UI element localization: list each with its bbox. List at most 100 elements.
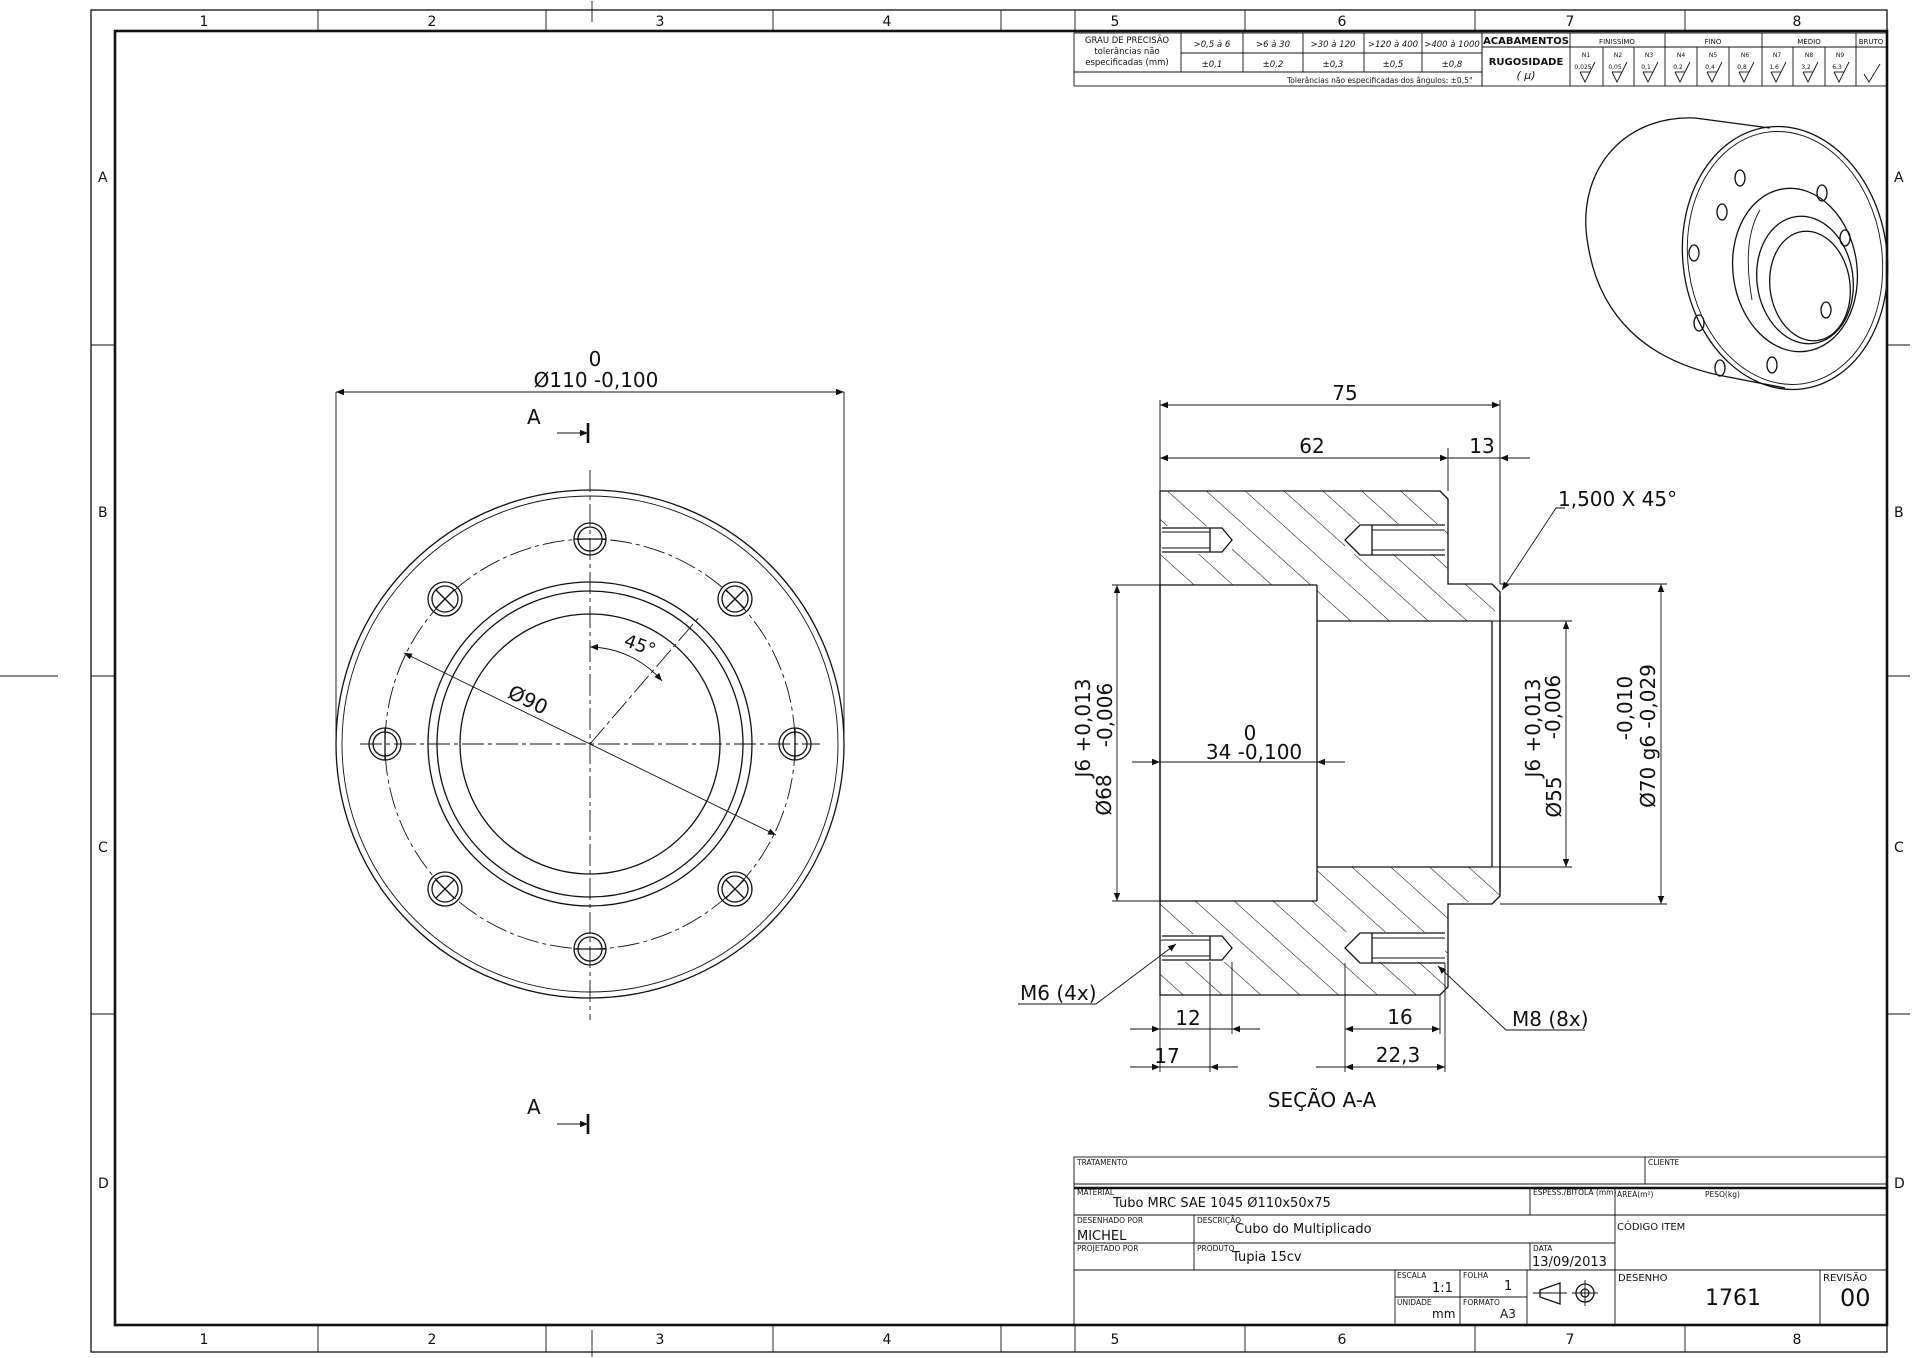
code-n8: N8 (1805, 52, 1813, 59)
folha-label: FOLHA (1463, 1271, 1489, 1280)
value-n5: 0,4 (1705, 64, 1715, 71)
group-fino: FINO (1705, 38, 1722, 46)
thread-left: M6 (4x) (1020, 981, 1097, 1005)
bore-right-fit-2: -0,006 (1541, 675, 1565, 739)
tol-1: ±0,1 (1202, 60, 1223, 70)
projetado-label: PROJETADO POR (1077, 1244, 1138, 1253)
section-marker-bottom: A (527, 1095, 541, 1119)
bore-left-fit-2: -0,006 (1093, 683, 1117, 747)
code-n9: N9 (1836, 52, 1844, 59)
code-n2: N2 (1614, 52, 1622, 59)
cliente-label: CLIENTE (1648, 1158, 1680, 1167)
length-total: 75 (1332, 381, 1357, 405)
length-b: 13 (1469, 434, 1494, 458)
zone-col-1: 1 (200, 14, 209, 30)
front-view: 0 Ø110 -0,100 Ø90 45° A A (335, 347, 845, 1134)
tol-4: ±0,5 (1383, 60, 1404, 70)
tolerance-table: GRAU DE PRECISÃO tolerâncias não especif… (1073, 32, 1483, 87)
value-n7: 1,6 (1769, 64, 1779, 71)
zone-col-7-bottom: 7 (1566, 1332, 1575, 1348)
code-n1: N1 (1582, 52, 1590, 59)
section-title: SEÇÃO A-A (1268, 1088, 1377, 1112)
angle-dim: 45° (621, 631, 658, 662)
data-label: DATA (1533, 1244, 1553, 1253)
revisao-label: REVISÃO (1823, 1271, 1867, 1284)
folha-value: 1 (1504, 1279, 1512, 1294)
zone-row-c-right: C (1894, 840, 1904, 856)
code-n5: N5 (1709, 52, 1717, 59)
formato-label: FORMATO (1463, 1298, 1500, 1307)
zone-col-4-bottom: 4 (883, 1332, 892, 1348)
dim-12: 12 (1175, 1006, 1200, 1030)
desenhado-value: MICHEL (1077, 1229, 1127, 1244)
finish-title: ACABAMENTOS (1483, 36, 1569, 47)
material-label: MATERIAL (1077, 1188, 1115, 1197)
precision-label-2: tolerâncias não (1094, 47, 1159, 57)
range-3: >30 à 120 (1311, 40, 1356, 50)
precision-label-3: especificadas (mm) (1085, 58, 1168, 68)
zone-col-3: 3 (656, 14, 665, 30)
bore-left-dia: Ø68 (1092, 774, 1116, 815)
escala-label: ESCALA (1397, 1271, 1427, 1280)
section-marker-top: A (527, 405, 541, 429)
zone-col-8: 8 (1793, 14, 1802, 30)
zone-row-b-right: B (1894, 505, 1904, 521)
group-finissimo: FINISSIMO (1599, 38, 1635, 46)
zone-col-5-bottom: 5 (1111, 1332, 1120, 1348)
unidade-value: mm (1432, 1307, 1455, 1321)
value-n6: 0,8 (1737, 64, 1747, 71)
code-n6: N6 (1741, 52, 1749, 59)
zone-col-3-bottom: 3 (656, 1332, 665, 1348)
material-value: Tubo MRC SAE 1045 Ø110x50x75 (1112, 1196, 1331, 1211)
outer-dim-upper: 0 (589, 347, 602, 371)
dim-17: 17 (1154, 1044, 1179, 1068)
chamfer-callout: 1,500 X 45° (1558, 487, 1677, 511)
precision-label-1: GRAU DE PRECISÃO (1085, 35, 1170, 46)
shaft-fit-1: -0,010 (1613, 676, 1637, 740)
value-n9: 6,3 (1832, 64, 1842, 71)
inner-len-upper: 0 (1244, 721, 1257, 745)
rugosity-label: RUGOSIDADE (1489, 57, 1564, 68)
desenho-label: DESENHO (1618, 1273, 1668, 1284)
outer-dim-main: Ø110 -0,100 (534, 368, 659, 392)
code-n3: N3 (1645, 52, 1653, 59)
finish-table: ACABAMENTOS RUGOSIDADE ( μ) FINISSIMO FI… (1481, 32, 1888, 87)
dim-16: 16 (1387, 1005, 1412, 1029)
range-1: >0,5 à 6 (1194, 40, 1231, 50)
value-n4: 0,2 (1673, 64, 1683, 71)
zone-col-7: 7 (1566, 14, 1575, 30)
produto-value: Tupia 15cv (1231, 1250, 1302, 1265)
unidade-label: UNIDADE (1397, 1298, 1432, 1307)
group-bruto: BRUTO (1859, 38, 1884, 46)
data-value: 13/09/2013 (1532, 1255, 1607, 1270)
espess-label: ESPESS./BITOLA (mm) (1533, 1188, 1616, 1197)
code-n7: N7 (1773, 52, 1781, 59)
zone-col-5: 5 (1111, 14, 1120, 30)
length-a: 62 (1299, 434, 1324, 458)
section-view: 75 62 13 1,500 X 45° J6 +0,013 -0,006 Ø6… (1018, 381, 1677, 1112)
bore-right-dia: Ø55 (1542, 776, 1566, 817)
revisao-value: 00 (1840, 1284, 1871, 1312)
zone-row-c: C (98, 840, 108, 856)
tol-5: ±0,8 (1442, 60, 1463, 70)
value-n2: 0,05 (1608, 64, 1622, 71)
bore-right-fit-1: J6 +0,013 (1521, 679, 1545, 780)
code-n4: N4 (1677, 52, 1685, 59)
value-n1: 0,025 (1574, 64, 1591, 71)
bore-left-fit-1: J6 +0,013 (1071, 679, 1095, 780)
through-holes (427, 581, 753, 907)
rugosity-unit: ( μ) (1516, 69, 1535, 82)
zone-col-8-bottom: 8 (1793, 1332, 1802, 1348)
zone-col-1-bottom: 1 (200, 1332, 209, 1348)
descricao-label: DESCRIÇÃO (1197, 1216, 1241, 1225)
escala-value: 1:1 (1432, 1281, 1453, 1296)
title-block: TRATAMENTO CLIENTE MATERIAL ESPESS./BITO… (1073, 1156, 1888, 1326)
formato-value: A3 (1500, 1307, 1516, 1321)
desenho-value: 1761 (1705, 1286, 1761, 1311)
descricao-value: Cubo do Multiplicado (1235, 1222, 1372, 1237)
zone-row-d: D (98, 1176, 109, 1192)
zone-col-6: 6 (1338, 14, 1347, 30)
zone-row-a: A (98, 170, 108, 186)
